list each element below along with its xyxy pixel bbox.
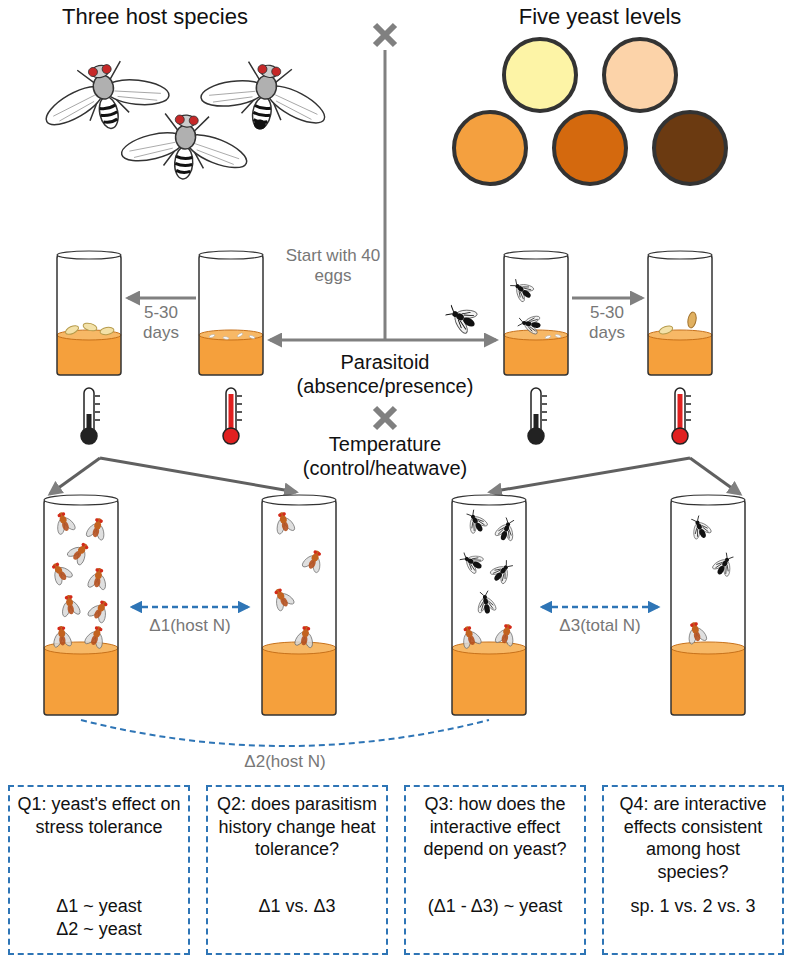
annotation-label: Δ3(total N): [540, 616, 660, 636]
formula-text: sp. 1 vs. 2 vs. 3: [608, 895, 778, 918]
annotation-label: Δ1(host N): [130, 616, 250, 636]
question-box: Q1: yeast's effect on stress toleranceΔ1…: [8, 785, 190, 955]
question-text: Q1: yeast's effect on stress tolerance: [15, 793, 183, 838]
annotation-label: 5-30 days: [130, 303, 192, 344]
annotation-label: Five yeast levels: [470, 4, 730, 30]
annotation-label: Δ2(host N): [225, 752, 345, 772]
question-text: Q2: does parasitism history change heat …: [213, 793, 381, 861]
question-text: Q4: are interactive effects consistent a…: [609, 793, 777, 883]
annotation-label: 5-30 days: [576, 303, 638, 344]
annotation-label: Parasitoid (absence/presence): [275, 350, 495, 398]
annotation-label: Temperature (control/heatwave): [275, 432, 495, 480]
formula-text: (Δ1 - Δ3) ~ yeast: [410, 895, 580, 918]
annotation-label: Start with 40 eggs: [285, 246, 381, 287]
formula-text: Δ1 ~ yeast Δ2 ~ yeast: [44, 895, 154, 942]
formula-text: Δ1 vs. Δ3: [212, 895, 382, 918]
annotation-label: Three host species: [15, 4, 295, 30]
question-box: Q4: are interactive effects consistent a…: [602, 785, 784, 955]
question-box: Q3: how does the interactive effect depe…: [404, 785, 586, 955]
question-text: Q3: how does the interactive effect depe…: [411, 793, 579, 861]
question-box: Q2: does parasitism history change heat …: [206, 785, 388, 955]
